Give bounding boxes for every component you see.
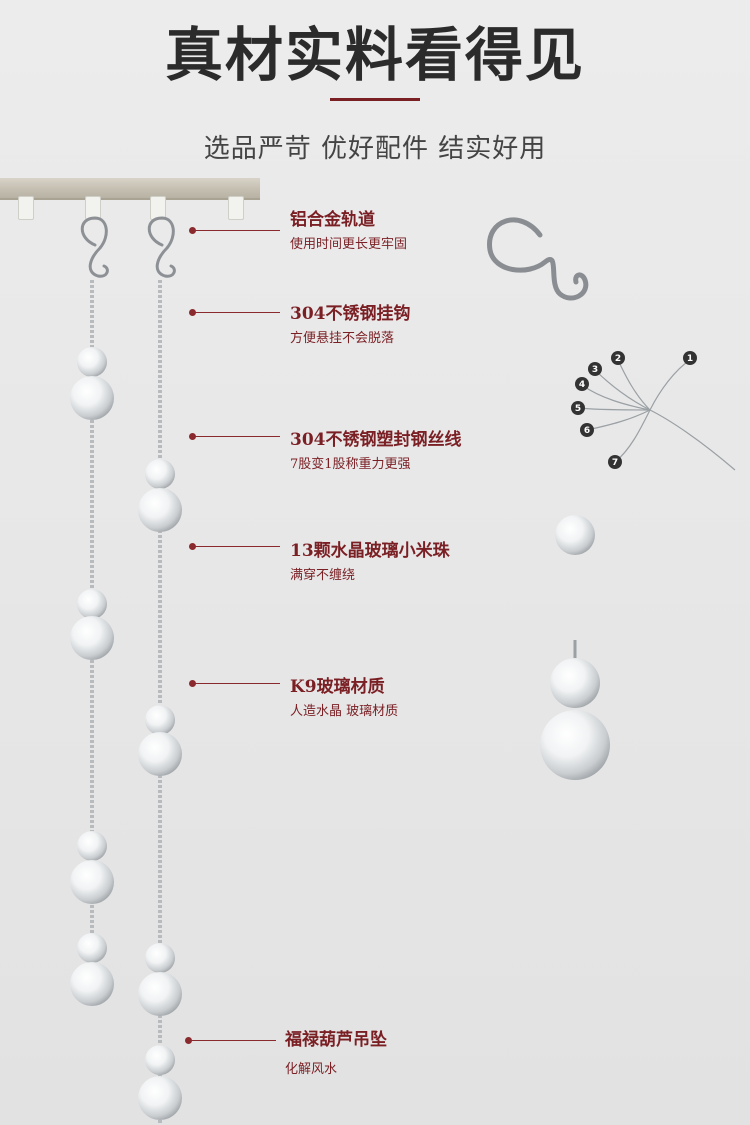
feature-pendant: 福禄葫芦吊坠 化解风水 xyxy=(285,1025,387,1077)
feature-title: 304不锈钢塑封钢丝线 xyxy=(290,430,462,450)
stainless-hook-icon xyxy=(487,217,589,301)
rail-clip xyxy=(18,196,34,220)
strand-number: 7 xyxy=(612,458,618,468)
leader-line xyxy=(189,543,280,550)
bead-strand-right xyxy=(138,280,182,1125)
feature-desc: 人造水晶 玻璃材质 xyxy=(290,704,399,719)
strand-number: 2 xyxy=(615,354,621,364)
gourd-pendant-icon xyxy=(540,640,610,780)
s-hook-icon xyxy=(80,216,176,278)
strand-number: 3 xyxy=(592,365,598,375)
page-subtitle: 选品严苛 优好配件 结实好用 xyxy=(203,134,547,164)
leader-line xyxy=(189,227,280,234)
feature-material: K9玻璃材质 人造水晶 玻璃材质 xyxy=(290,672,398,719)
crystal-bead-icon xyxy=(555,515,595,555)
strand-number: 5 xyxy=(575,404,581,414)
leader-line xyxy=(189,680,280,687)
steel-wire-detail-icon xyxy=(577,359,736,471)
rail-clip xyxy=(228,196,244,220)
strand-number: 6 xyxy=(584,426,590,436)
feature-title: 铝合金轨道 xyxy=(290,210,375,230)
feature-desc: 使用时间更长更牢固 xyxy=(290,237,408,252)
feature-rail: 铝合金轨道 使用时间更长更牢固 xyxy=(290,205,407,252)
feature-desc: 7股变1股称重力更强 xyxy=(290,457,411,472)
feature-desc: 方便悬挂不会脱落 xyxy=(290,331,395,346)
feature-desc: 化解风水 xyxy=(285,1062,338,1077)
page-title: 真材实料看得见 xyxy=(164,21,585,89)
title-divider xyxy=(330,98,420,101)
feature-title: 福禄葫芦吊坠 xyxy=(285,1030,387,1050)
bead-strand-left xyxy=(70,280,114,1006)
leader-line xyxy=(185,1037,276,1044)
leader-line xyxy=(189,309,280,316)
wire-strand-markers: 1 2 3 4 5 6 7 xyxy=(571,351,697,469)
feature-title: 13颗水晶玻璃小米珠 xyxy=(290,541,450,561)
feature-wire: 304不锈钢塑封钢丝线 7股变1股称重力更强 xyxy=(290,425,462,472)
aluminum-rail-image xyxy=(0,178,260,200)
feature-title: 304不锈钢挂钩 xyxy=(290,304,411,324)
strand-number: 4 xyxy=(579,380,585,390)
feature-hook: 304不锈钢挂钩 方便悬挂不会脱落 xyxy=(290,299,411,346)
feature-desc: 满穿不缠绕 xyxy=(290,568,356,583)
strand-number: 1 xyxy=(687,354,693,364)
feature-title: K9玻璃材质 xyxy=(290,677,385,697)
feature-beads: 13颗水晶玻璃小米珠 满穿不缠绕 xyxy=(290,536,450,583)
leader-line xyxy=(189,433,280,440)
